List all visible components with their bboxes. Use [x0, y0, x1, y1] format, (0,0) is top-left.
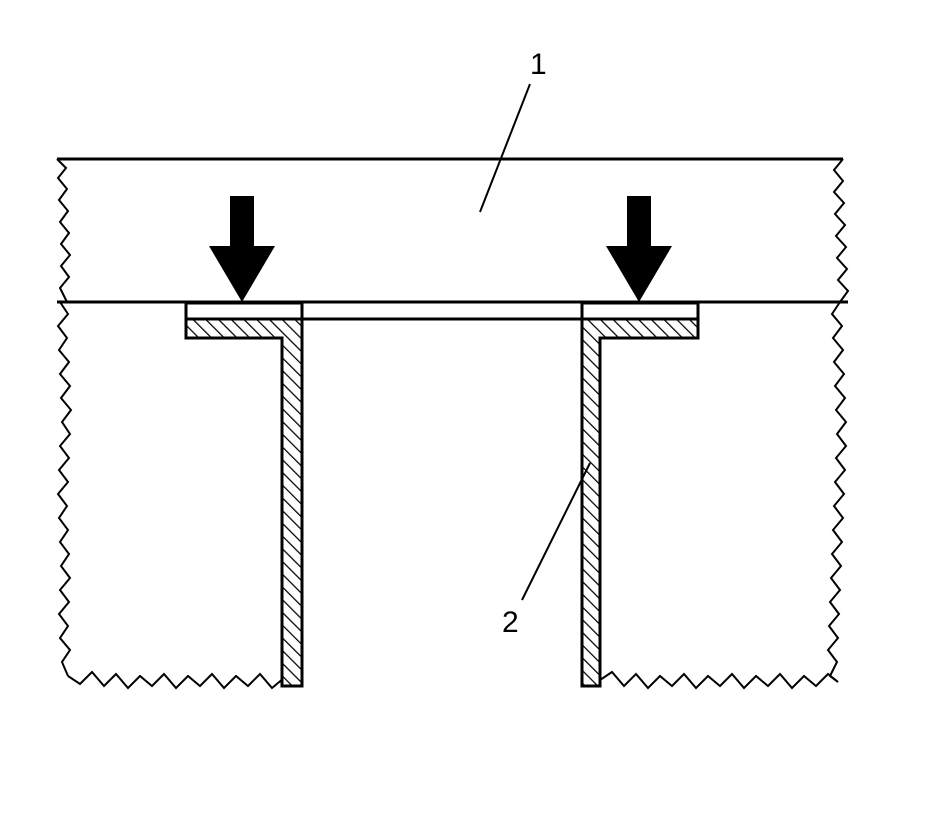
leader-line-1	[479, 83, 531, 213]
leader-line-2	[521, 462, 591, 601]
seal-right-section	[580, 301, 700, 688]
seal-left-section	[184, 301, 304, 688]
callout-1: 1	[530, 48, 547, 81]
lower-body-outline	[56, 301, 848, 690]
upper-block	[56, 157, 850, 304]
callout-2: 2	[502, 606, 519, 639]
down-arrow-icon	[606, 196, 672, 302]
down-arrow-icon	[209, 196, 275, 302]
